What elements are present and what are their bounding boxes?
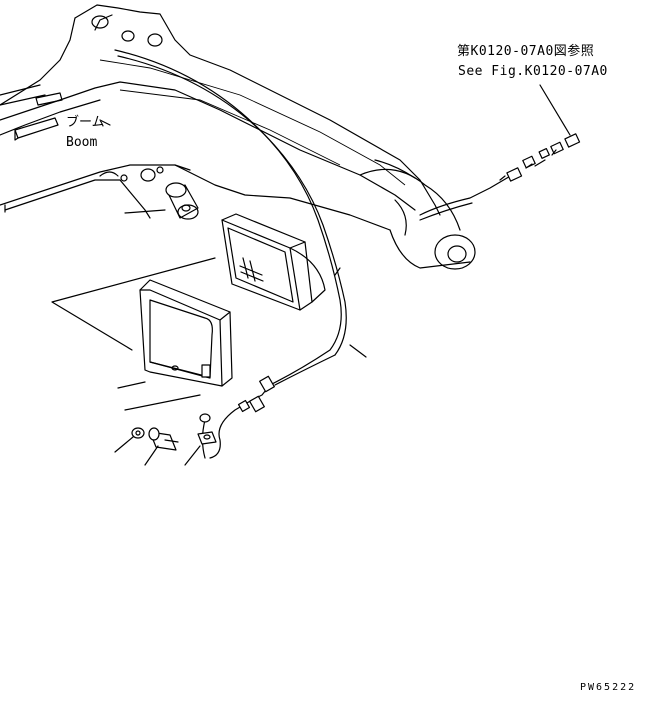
- leader-lines: [51, 119, 367, 466]
- harness-connector-upper: [506, 133, 581, 182]
- spacer: [165, 182, 199, 220]
- boom-label-japanese: ブーム: [66, 115, 105, 130]
- fasteners: [131, 413, 217, 451]
- lamp-bracket: [139, 279, 233, 387]
- wiring-harness: [114, 49, 581, 386]
- drawing-code: PW65222: [580, 682, 637, 693]
- lower-cable: [201, 354, 336, 459]
- boom-label-english: Boom: [66, 135, 98, 150]
- reference-note-japanese: 第K0120-07A0図参照: [457, 44, 595, 59]
- reference-note-english: See Fig.K0120-07A0: [458, 64, 608, 79]
- work-lamp: [221, 213, 326, 311]
